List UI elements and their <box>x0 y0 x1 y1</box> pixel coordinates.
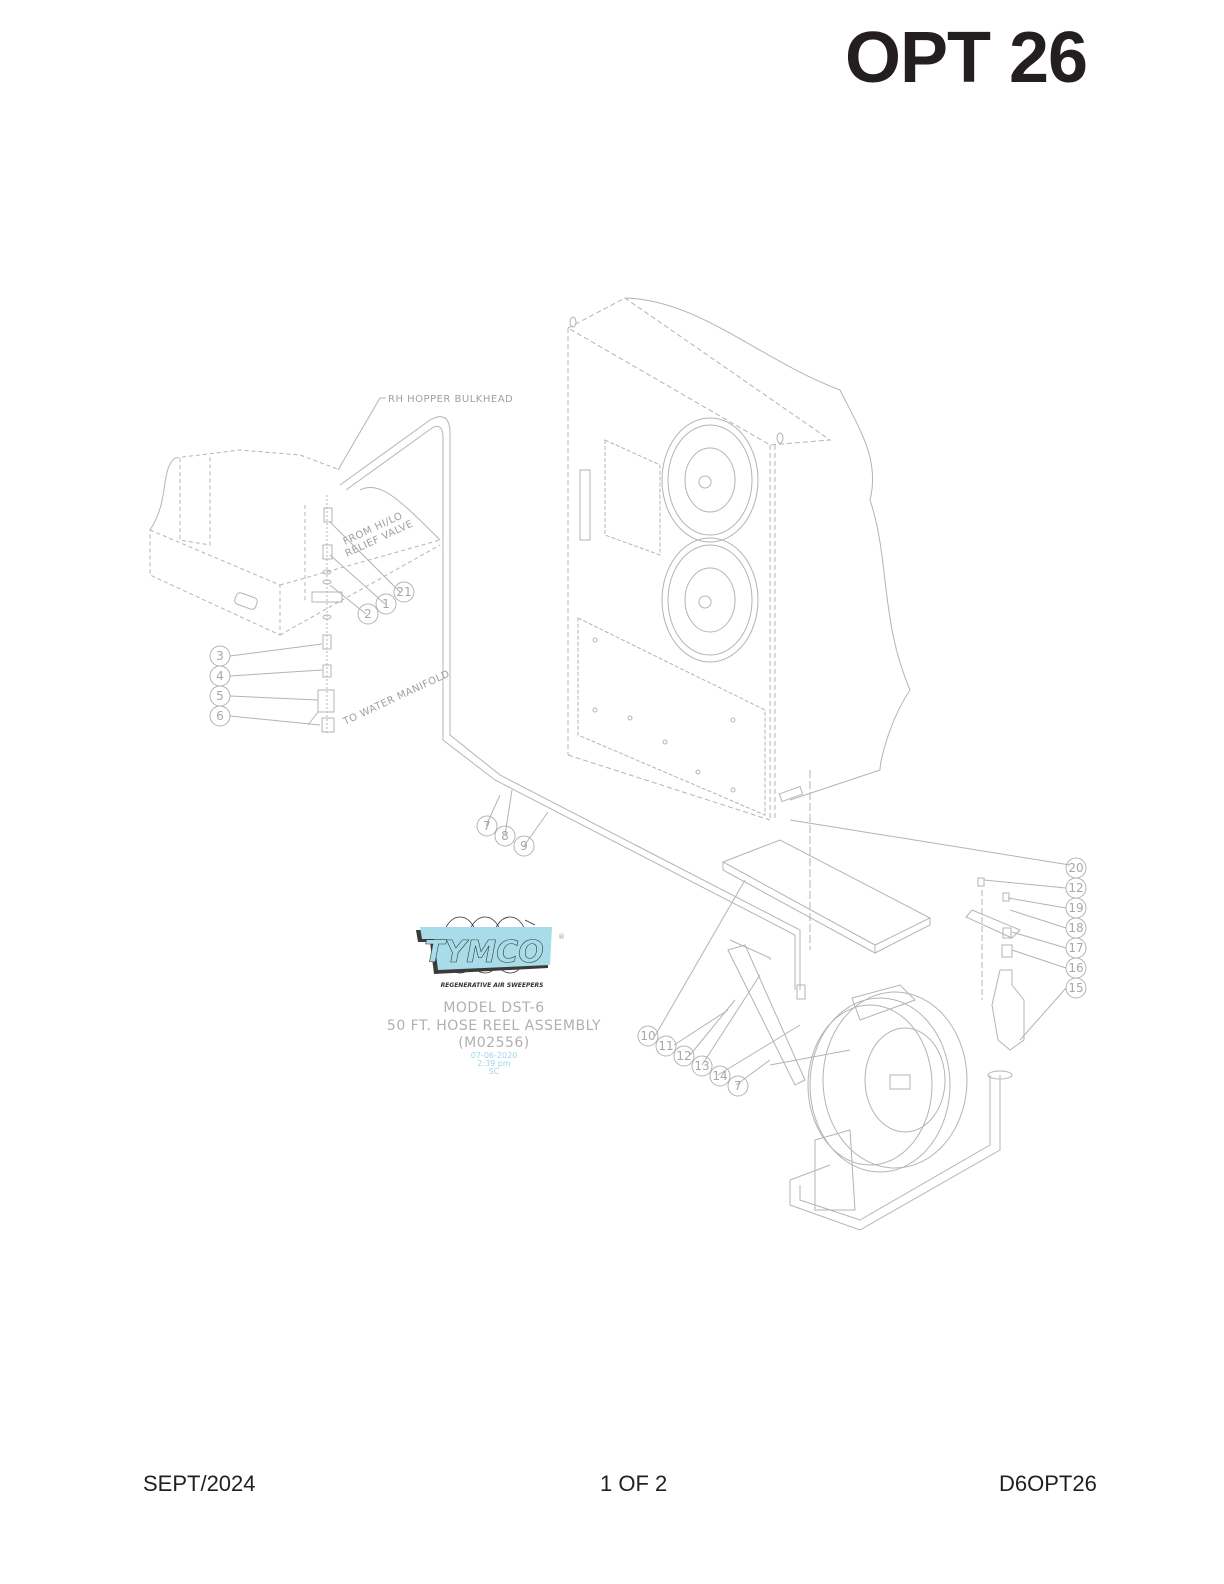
title-block: MODEL DST-6 50 FT. HOSE REEL ASSEMBLY (M… <box>387 1000 601 1076</box>
callout-7b: 7 <box>734 1079 742 1093</box>
spray-nozzle <box>965 877 1025 1080</box>
logo-wordmark: TYMCO <box>424 935 544 970</box>
callout-13: 13 <box>694 1059 709 1073</box>
logo-tagline: REGENERATIVE AIR SWEEPERS <box>441 982 544 989</box>
callout-8: 8 <box>501 829 509 843</box>
hose-reel <box>769 984 1001 1231</box>
sweeper-body <box>566 297 911 821</box>
stamp-time: 2:39 pm <box>477 1059 511 1068</box>
stamp-date: 07-06-2020 <box>471 1051 518 1060</box>
callout-9: 9 <box>520 839 528 853</box>
callout-2: 2 <box>364 607 372 621</box>
callout-leaders-left <box>229 397 549 847</box>
mounting-plate <box>721 770 1071 954</box>
model-label: MODEL DST-6 <box>443 1000 544 1016</box>
callout-numbers: 21 1 2 3 4 5 6 7 8 9 10 11 12 13 14 7 20… <box>216 585 1083 1093</box>
callout-21: 21 <box>396 585 411 599</box>
callout-19: 19 <box>1068 901 1083 915</box>
hopper-bulkhead-outline <box>149 449 441 636</box>
footer-doc-id: D6OPT26 <box>999 1471 1097 1496</box>
hopper-slot <box>234 592 258 610</box>
water-tube <box>339 416 801 990</box>
tymco-logo: TYMCO ® REGENERATIVE AIR SWEEPERS <box>416 916 565 989</box>
footer-date: SEPT/2024 <box>143 1471 256 1496</box>
callout-7: 7 <box>483 819 491 833</box>
callout-1: 1 <box>382 597 390 611</box>
callout-18: 18 <box>1068 921 1083 935</box>
page-title: OPT 26 <box>845 18 1088 98</box>
support-arm <box>654 879 806 1086</box>
stamp-initials: SC <box>489 1067 500 1076</box>
callout-16: 16 <box>1068 961 1083 975</box>
callout-14: 14 <box>712 1069 727 1083</box>
part-number: (M02556) <box>458 1035 530 1051</box>
note-to-water-manifold: TO WATER MANIFOLD <box>341 669 452 729</box>
callout-leaders-right <box>983 879 1067 1041</box>
callout-20: 20 <box>1068 861 1083 875</box>
callout-15: 15 <box>1068 981 1083 995</box>
callout-11: 11 <box>658 1039 673 1053</box>
callout-5: 5 <box>216 689 224 703</box>
callout-3: 3 <box>216 649 224 663</box>
hopper-break-line <box>149 457 441 541</box>
registered-mark: ® <box>558 933 565 941</box>
callout-4: 4 <box>216 669 224 683</box>
callout-17: 17 <box>1068 941 1083 955</box>
callout-12b: 12 <box>1068 881 1083 895</box>
callout-10: 10 <box>640 1029 655 1043</box>
callout-12: 12 <box>676 1049 691 1063</box>
callout-6: 6 <box>216 709 224 723</box>
note-rh-hopper-bulkhead: RH HOPPER BULKHEAD <box>388 394 513 405</box>
footer-page-number: 1 OF 2 <box>600 1471 668 1496</box>
assembly-label: 50 FT. HOSE REEL ASSEMBLY <box>387 1018 601 1034</box>
fitting-stack <box>307 495 343 735</box>
callout-circles <box>209 581 1087 1097</box>
